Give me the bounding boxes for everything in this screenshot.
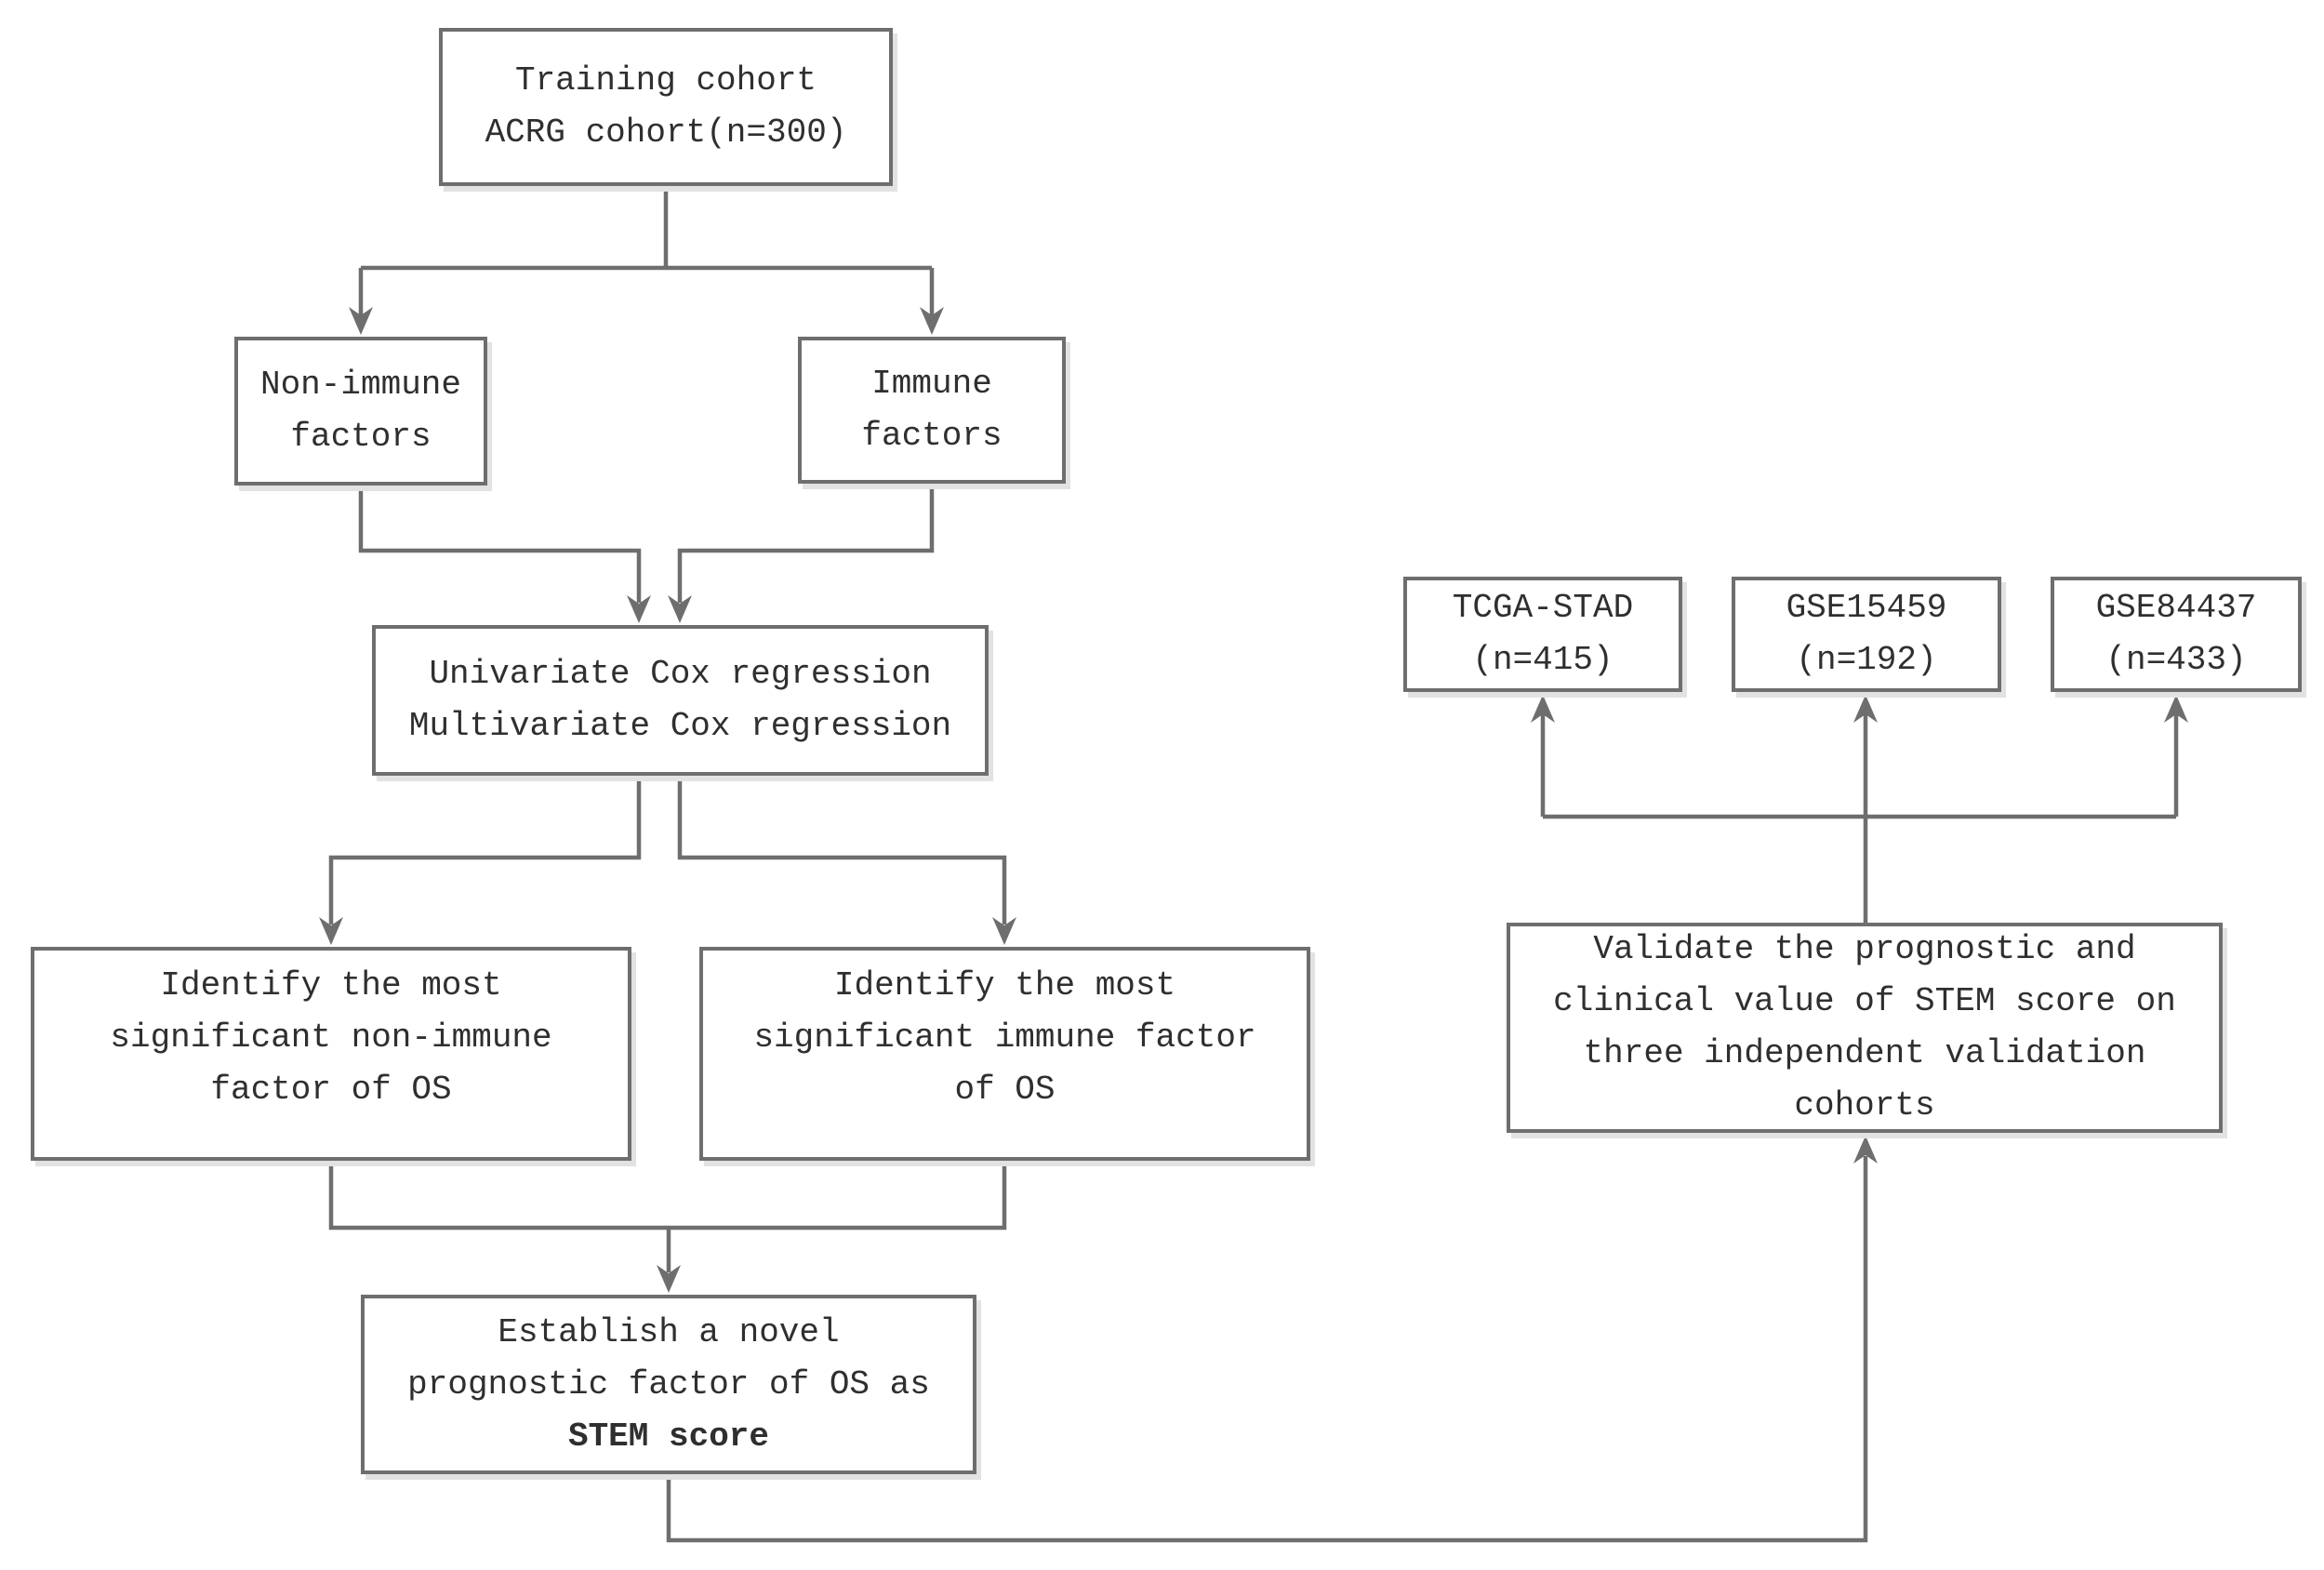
box-validate-stem-score: Validate the prognostic and clinical val… <box>1507 923 2223 1133</box>
box-immune-factors: Immune factors <box>798 337 1066 484</box>
box-text-line-stem-score: STEM score <box>567 1417 770 1456</box>
box-text-line: prognostic factor of OS as <box>407 1364 930 1404</box>
box-text-line: TCGA-STAD <box>1452 589 1634 627</box>
box-text-line: Multivariate Cox regression <box>408 707 952 745</box>
box-text-line: clinical value of STEM score on <box>1553 982 2176 1020</box>
arrow-up-icon <box>1853 1136 1878 1164</box>
arrow-up-icon <box>1853 695 1878 723</box>
arrow-up-icon <box>1531 695 1555 723</box>
box-text-line: (n=433) <box>2105 641 2247 679</box>
box-text-line: significant immune factor <box>753 1018 1256 1057</box>
connector-training-to-factors <box>358 186 935 316</box>
box-text-line: GSE15459 <box>1786 589 1947 627</box>
box-text-line: cohorts <box>1794 1086 1935 1124</box>
box-text-line: factors <box>290 418 432 456</box>
box-text-line: ACRG cohort(n=300) <box>485 113 847 152</box>
box-training-cohort: Training cohort ACRG cohort(n=300) <box>439 28 893 186</box>
box-text-line: Immune <box>871 365 992 403</box>
connector-validate-to-cohorts <box>1540 714 2179 923</box>
box-tcga-stad-cohort: TCGA-STAD (n=415) <box>1403 577 1682 692</box>
box-text-line: (n=415) <box>1472 641 1614 679</box>
box-text-line: of OS <box>954 1071 1056 1109</box>
arrow-down-icon <box>657 1265 681 1293</box>
box-text-line: Training cohort <box>514 61 817 100</box>
box-text-line: (n=192) <box>1796 641 1937 679</box>
box-text-line: factor of OS <box>210 1071 452 1109</box>
box-text-line: Establish a novel <box>498 1312 840 1351</box>
arrow-down-icon <box>920 307 944 335</box>
arrow-down-icon <box>992 917 1016 945</box>
arrow-down-icon <box>319 917 343 945</box>
box-text-line: three independent validation <box>1583 1034 2146 1072</box>
box-identify-non-immune-factor: Identify the most significant non-immune… <box>31 947 631 1161</box>
arrow-down-icon <box>668 595 692 623</box>
box-identify-immune-factor: Identify the most significant immune fac… <box>699 947 1310 1161</box>
box-text-line: GSE84437 <box>2095 589 2257 627</box>
box-text-line: factors <box>861 417 1003 455</box>
box-text-line: Univariate Cox regression <box>429 655 932 693</box>
box-text-line: Validate the prognostic and <box>1593 930 2136 968</box>
box-gse84437-cohort: GSE84437 (n=433) <box>2051 577 2302 692</box>
connector-cox-to-identify <box>328 776 1007 925</box>
box-gse15459-cohort: GSE15459 (n=192) <box>1732 577 2001 692</box>
box-text-line: Identify the most <box>833 966 1176 1005</box>
arrow-down-icon <box>627 595 651 623</box>
connector-stem-to-validate <box>666 1156 1868 1543</box>
arrow-down-icon <box>349 307 373 335</box>
connector-factors-to-cox <box>358 484 935 603</box>
box-cox-regression: Univariate Cox regression Multivariate C… <box>372 625 989 776</box>
box-text-line: significant non-immune <box>110 1018 552 1057</box>
box-non-immune-factors: Non-immune factors <box>234 337 487 486</box>
arrow-up-icon <box>2164 695 2188 723</box>
box-text-line: Non-immune <box>259 366 462 404</box>
box-text-line: Identify the most <box>160 966 502 1005</box>
connector-identify-to-stem <box>328 1161 1007 1272</box>
box-stem-score: Establish a novel prognostic factor of O… <box>361 1295 976 1474</box>
